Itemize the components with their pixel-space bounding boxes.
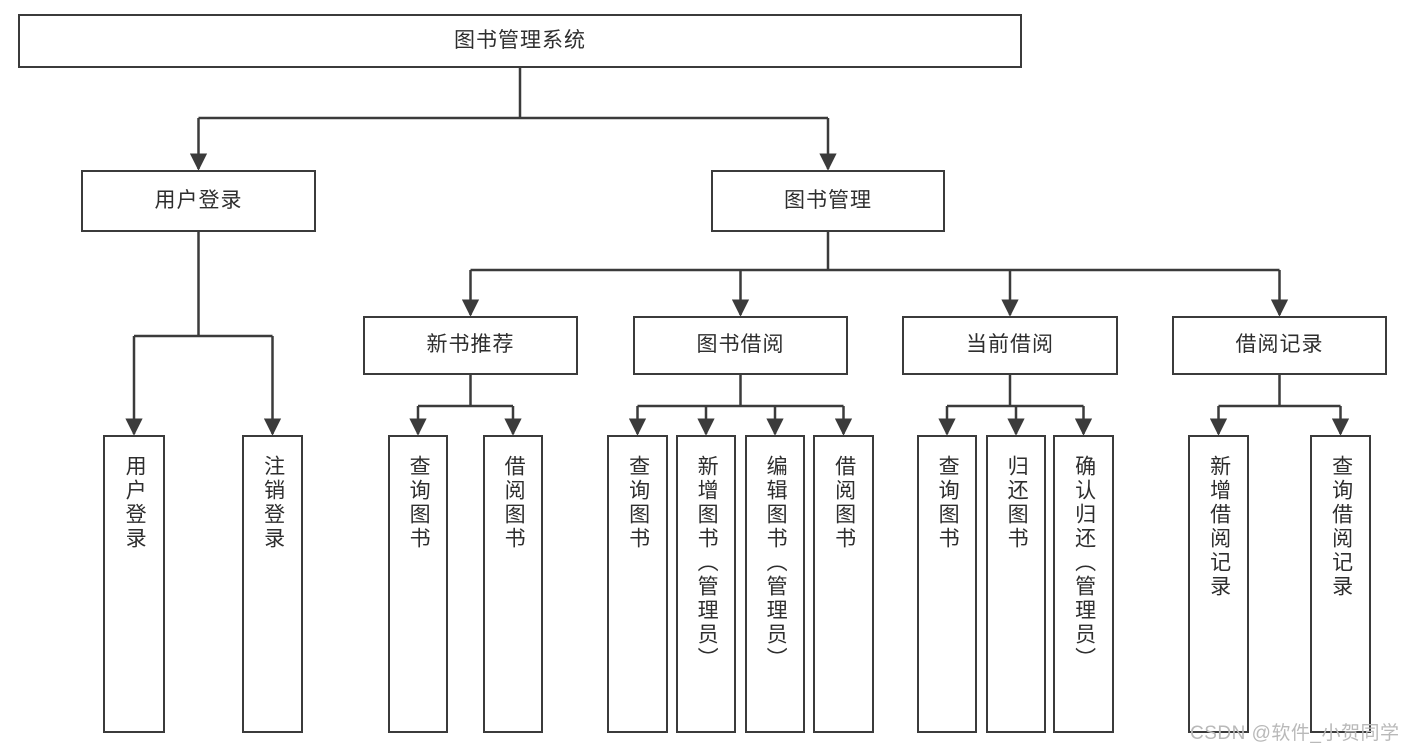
node-label: 新增借阅记录	[1207, 455, 1231, 599]
node-label: 当前借阅	[966, 333, 1054, 357]
node-label: 借阅图书	[832, 455, 856, 551]
node-l3_2[interactable]: 当前借阅	[902, 316, 1118, 375]
node-l4_5[interactable]: 新增图书（管理员）	[676, 435, 736, 733]
node-label: 用户登录	[154, 188, 243, 212]
node-l3_0[interactable]: 新书推荐	[363, 316, 578, 375]
node-label: 图书借阅	[696, 333, 785, 357]
node-label: 归还图书	[1005, 455, 1029, 551]
node-label: 查询借阅记录	[1329, 455, 1353, 599]
node-label: 借阅记录	[1235, 333, 1324, 357]
node-l2_0[interactable]: 用户登录	[81, 170, 316, 232]
node-label: 注销登录	[261, 455, 285, 551]
node-label: 查询图书	[936, 455, 960, 551]
node-l4_0[interactable]: 用户登录	[103, 435, 165, 733]
node-label: 确认归还（管理员）	[1072, 455, 1096, 671]
node-l4_12[interactable]: 查询借阅记录	[1310, 435, 1371, 733]
node-l4_9[interactable]: 归还图书	[986, 435, 1046, 733]
node-label: 编辑图书（管理员）	[764, 455, 788, 671]
node-l4_2[interactable]: 查询图书	[388, 435, 448, 733]
node-l2_1[interactable]: 图书管理	[711, 170, 945, 232]
node-label: 借阅图书	[502, 455, 526, 551]
node-l4_7[interactable]: 借阅图书	[813, 435, 874, 733]
node-label: 新增图书（管理员）	[695, 455, 719, 671]
node-l4_6[interactable]: 编辑图书（管理员）	[745, 435, 805, 733]
node-label: 查询图书	[626, 455, 650, 551]
node-l4_8[interactable]: 查询图书	[917, 435, 977, 733]
node-label: 图书管理系统	[454, 28, 586, 52]
connector-lines	[125, 68, 1350, 436]
node-l4_3[interactable]: 借阅图书	[483, 435, 543, 733]
node-l4_11[interactable]: 新增借阅记录	[1188, 435, 1249, 733]
node-l4_10[interactable]: 确认归还（管理员）	[1053, 435, 1114, 733]
node-l4_1[interactable]: 注销登录	[242, 435, 303, 733]
node-l4_4[interactable]: 查询图书	[607, 435, 668, 733]
node-label: 查询图书	[407, 455, 431, 551]
node-label: 用户登录	[123, 455, 147, 551]
csdn-watermark: CSDN @软件_小贺同学	[1190, 723, 1400, 744]
node-label: 新书推荐	[426, 333, 515, 357]
node-l3_1[interactable]: 图书借阅	[633, 316, 848, 375]
node-l3_3[interactable]: 借阅记录	[1172, 316, 1387, 375]
node-label: 图书管理	[784, 188, 872, 212]
node-root[interactable]: 图书管理系统	[18, 14, 1022, 68]
